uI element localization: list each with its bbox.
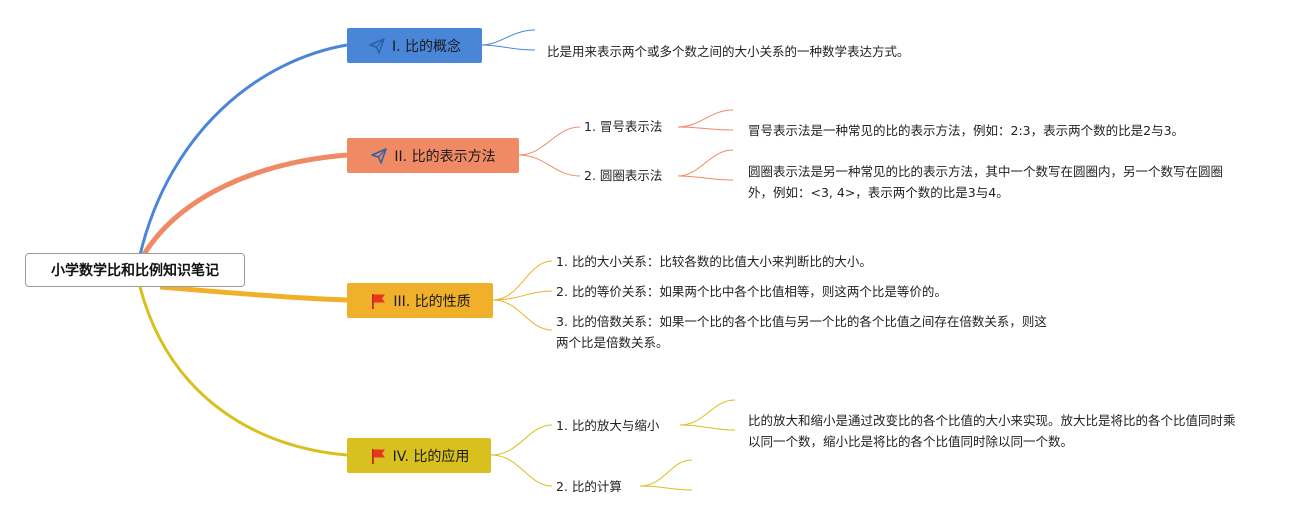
branch-4-item-1-label[interactable]: 1. 比的放大与缩小 — [556, 418, 660, 433]
branch-3-item-3[interactable]: 3. 比的倍数关系：如果一个比的各个比值与另一个比的各个比值之间存在倍数关系，则… — [556, 314, 1047, 350]
branch-3-item-1[interactable]: 1. 比的大小关系：比较各数的比值大小来判断比的大小。 — [556, 254, 872, 269]
branch-2-label: II. 比的表示方法 — [394, 148, 496, 165]
link-root-branch-2 — [140, 152, 348, 258]
red-flag-icon — [369, 447, 387, 465]
paper-plane-icon — [370, 147, 388, 165]
branch-1-label: I. 比的概念 — [391, 38, 462, 55]
branch-2-item-1-text: 冒号表示法是一种常见的比的表示方法，例如：2:3，表示两个数的比是2与3。 — [748, 123, 1185, 138]
branch-4-label: IV. 比的应用 — [392, 448, 470, 465]
link-root-branch-1 — [138, 43, 348, 256]
branch-2-topic[interactable]: II. 比的表示方法 — [347, 138, 519, 173]
root-topic[interactable]: 小学数学比和比例知识笔记 — [25, 253, 245, 287]
branch-4-item-1-text: 比的放大和缩小是通过改变比的各个比值的大小来实现。放大比是将比的各个比值同时乘以… — [748, 413, 1236, 449]
branch-1-text: 比是用来表示两个或多个数之间的大小关系的一种数学表达方式。 — [547, 44, 910, 59]
branch-4-topic[interactable]: IV. 比的应用 — [347, 438, 491, 473]
branch-3-label: III. 比的性质 — [393, 293, 471, 310]
link-root-branch-4 — [138, 286, 348, 457]
branch-3-item-2[interactable]: 2. 比的等价关系：如果两个比中各个比值相等，则这两个比是等价的。 — [556, 284, 947, 299]
branch-2-item-2-label[interactable]: 2. 圆圈表示法 — [584, 168, 663, 183]
branch-3-topic[interactable]: III. 比的性质 — [347, 283, 493, 318]
branch-2-item-2-text: 圆圈表示法是另一种常见的比的表示方法，其中一个数写在圆圈内，另一个数写在圆圈外，… — [748, 164, 1224, 200]
branch-4-item-2-label[interactable]: 2. 比的计算 — [556, 479, 622, 494]
link-root-branch-3 — [159, 284, 348, 303]
red-flag-icon — [369, 292, 387, 310]
branch-1-topic[interactable]: I. 比的概念 — [347, 28, 482, 63]
branch-2-item-1-label[interactable]: 1. 冒号表示法 — [584, 119, 663, 134]
paper-plane-icon — [368, 37, 386, 55]
